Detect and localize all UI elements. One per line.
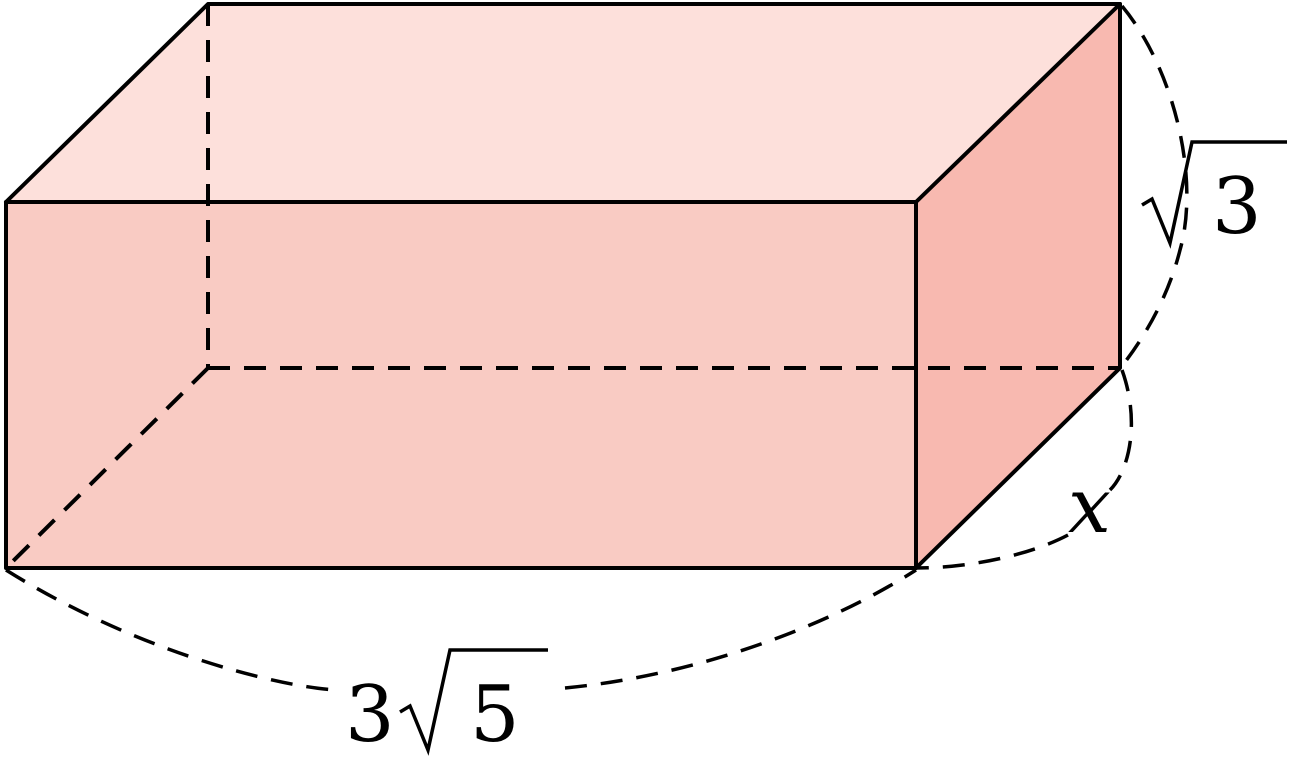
length-coefficient: 3	[345, 670, 395, 760]
length-radicand: 5	[470, 670, 520, 760]
height-radicand: 3	[1212, 162, 1262, 252]
length-brace	[5, 568, 341, 692]
length-brace-right	[564, 568, 917, 690]
depth-brace	[1108, 369, 1134, 492]
right-face	[916, 4, 1120, 568]
hidden-edge-left-depth	[4, 366, 210, 570]
depth-brace-lower	[915, 533, 1069, 570]
front-face	[6, 202, 916, 568]
top-face	[6, 4, 1120, 202]
length-label: 3 5	[345, 648, 548, 760]
right-face-outline	[914, 2, 1122, 570]
depth-label: x	[1068, 461, 1111, 550]
top-face-outline	[4, 2, 1122, 204]
height-radical-sign	[1141, 140, 1287, 249]
length-radical-sign	[399, 648, 548, 756]
height-brace	[1120, 4, 1189, 368]
height-label: 3	[1141, 140, 1287, 252]
